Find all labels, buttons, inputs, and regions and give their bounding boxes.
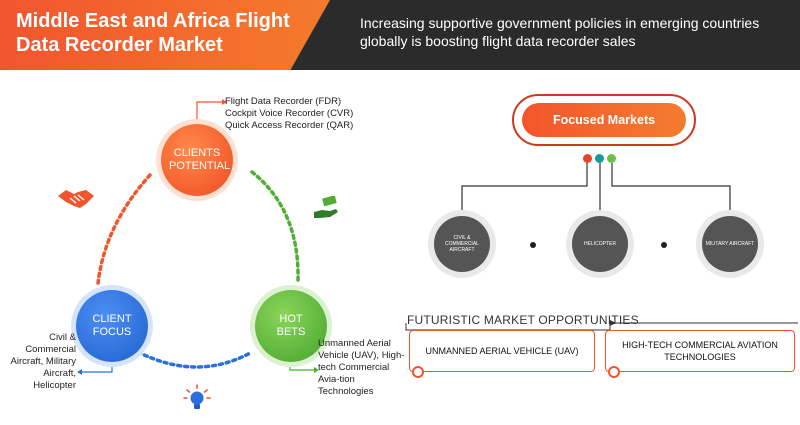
list-item: Quick Access Recorder (QAR) — [225, 120, 354, 131]
focused-markets-pill: Focused Markets — [522, 103, 686, 137]
handshake-icon — [58, 190, 94, 208]
hot-bets-circle: HOT BETS — [255, 290, 327, 362]
client-focus-text: Civil & Commercial Aircraft, Military Ai… — [10, 332, 76, 391]
segment-label: CIVIL & COMMERCIAL AIRCRAFT — [445, 235, 479, 253]
header-tagline: Increasing supportive government policie… — [360, 15, 760, 49]
fm-tree-connector — [461, 163, 731, 210]
segment-bullet — [530, 242, 536, 248]
hot-bets-text: Unmanned Aerial Vehicle (UAV), High-tech… — [318, 338, 405, 397]
header-banner: Middle East and Africa Flight Data Recor… — [0, 0, 800, 70]
money-hand-icon — [314, 196, 338, 218]
orange-dotted-arc — [96, 173, 152, 285]
segment-civil-commercial: CIVIL & COMMERCIAL AIRCRAFT — [434, 216, 490, 272]
hot-arrow — [289, 362, 314, 371]
opportunity-uav: UNMANNED AERIAL VEHICLE (UAV) — [409, 330, 595, 372]
clients-potential-circle: CLIENTS POTENTIAL — [161, 124, 233, 196]
blue-dotted-arc — [136, 350, 254, 369]
segment-bullet — [661, 242, 667, 248]
opportunity-marker — [608, 366, 620, 378]
teal-dot — [595, 154, 604, 163]
clients-arrow — [196, 101, 222, 122]
clients-potential-list: Flight Data Recorder (FDR) Cockpit Voice… — [225, 96, 405, 132]
client-focus-circle: CLIENT FOCUS — [76, 290, 148, 362]
page-title: Middle East and Africa Flight Data Recor… — [16, 10, 290, 56]
opportunities-title: FUTURISTIC MARKET OPPORTUNITIES — [407, 313, 639, 327]
list-item: Flight Data Recorder (FDR) — [225, 96, 342, 107]
red-dot — [583, 154, 592, 163]
header-title-panel — [0, 0, 330, 70]
green-dotted-arc — [250, 170, 300, 284]
opportunity-high-tech: HIGH-TECH COMMERCIAL AVIATION TECHNOLOGI… — [605, 330, 795, 372]
clients-potential-label: CLIENTS POTENTIAL — [169, 147, 231, 172]
list-item: Cockpit Voice Recorder (CVR) — [225, 108, 354, 119]
segment-label: HELICOPTER — [584, 241, 616, 247]
opportunity-label: UNMANNED AERIAL VEHICLE (UAV) — [425, 346, 579, 356]
hot-bets-label: HOT BETS — [276, 313, 306, 338]
client-focus-label: CLIENT FOCUS — [92, 313, 132, 338]
segment-military: MILITARY AIRCRAFT — [702, 216, 758, 272]
lightbulb-icon — [183, 384, 211, 409]
segment-helicopter: HELICOPTER — [572, 216, 628, 272]
focus-arrow — [82, 362, 113, 373]
opportunity-marker — [412, 366, 424, 378]
green-dot — [607, 154, 616, 163]
segment-label: MILITARY AIRCRAFT — [705, 241, 755, 247]
opportunity-label: HIGH-TECH COMMERCIAL AVIATION TECHNOLOGI… — [622, 340, 778, 362]
